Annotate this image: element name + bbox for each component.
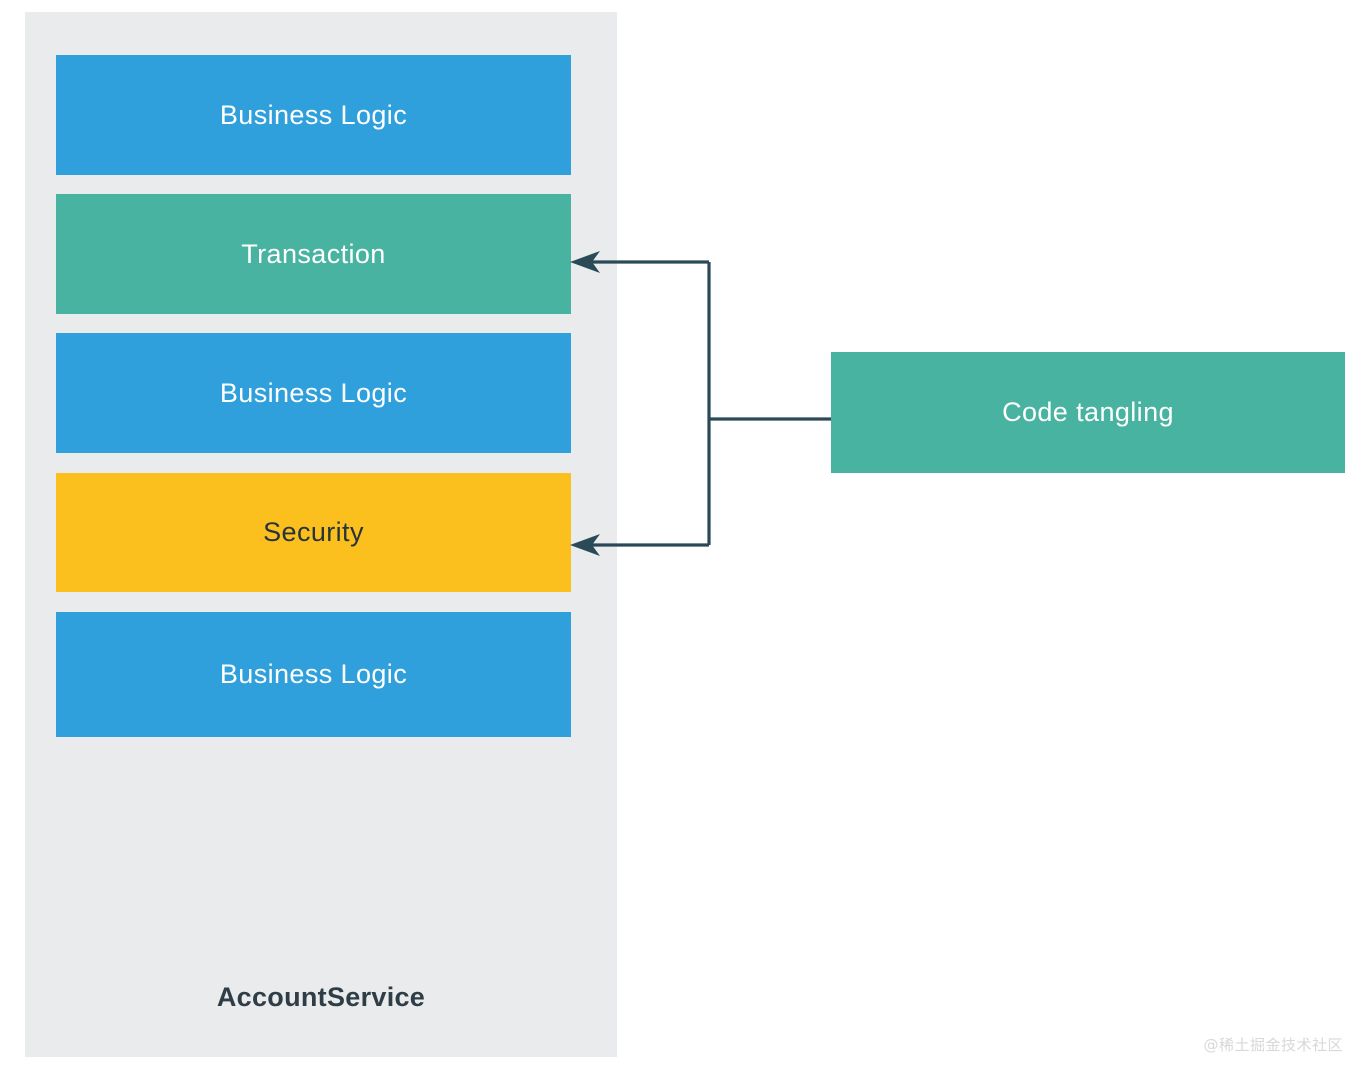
code-tangling-label: Code tangling xyxy=(1002,397,1174,427)
concern-label: Business Logic xyxy=(219,659,408,689)
concern-box-business-logic-1: Business Logic xyxy=(56,55,571,175)
concern-label: Business Logic xyxy=(219,377,408,408)
concern-box-transaction: Transaction xyxy=(56,194,571,314)
concern-label: Security xyxy=(263,517,364,547)
concern-box-business-logic-2: Business Logic xyxy=(56,333,571,453)
concern-label: Transaction xyxy=(241,238,386,269)
concern-box-security: Security xyxy=(56,473,571,592)
concern-box-business-logic-3: Business Logic xyxy=(56,612,571,737)
concern-label: Business Logic xyxy=(219,99,408,130)
code-tangling-callout-box: Code tangling xyxy=(831,352,1345,473)
watermark-text: @稀土掘金技术社区 xyxy=(1203,1036,1343,1054)
account-service-title: AccountService xyxy=(216,982,426,1012)
